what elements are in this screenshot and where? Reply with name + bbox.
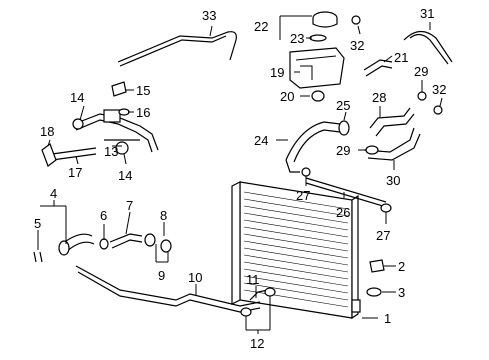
upper-pipe-assembly <box>72 109 159 155</box>
callout-14-a: 14 <box>70 90 84 105</box>
cap-seal-ring <box>309 34 327 42</box>
callout-29-a: 29 <box>336 143 350 158</box>
callout-2: 2 <box>398 259 405 274</box>
radiator <box>231 181 361 320</box>
callout-33: 33 <box>202 8 216 23</box>
callout-29-b: 29 <box>414 64 428 79</box>
mount-2 <box>369 259 385 273</box>
callout-20: 20 <box>280 89 294 104</box>
hose-21 <box>363 59 393 71</box>
o-ring-16 <box>118 108 130 116</box>
clamp-29-b <box>417 91 427 101</box>
hose-7 <box>109 233 143 243</box>
callout-17: 17 <box>68 165 82 180</box>
callout-21: 21 <box>394 50 408 65</box>
tank-cap <box>312 11 338 28</box>
callout-32-a: 32 <box>350 38 364 53</box>
callout-4: 4 <box>50 186 57 201</box>
pipe-10 <box>75 265 261 307</box>
callout-11: 11 <box>246 272 260 287</box>
callout-22: 22 <box>254 19 268 34</box>
callout-3: 3 <box>398 285 405 300</box>
clamp-8 <box>144 233 156 247</box>
callout-27-a: 27 <box>296 188 310 203</box>
clip-15 <box>111 81 127 97</box>
callout-15: 15 <box>136 83 150 98</box>
callout-18: 18 <box>40 124 54 139</box>
callout-10: 10 <box>188 270 202 285</box>
callout-30: 30 <box>386 173 400 188</box>
expansion-tank <box>289 47 345 89</box>
part-20 <box>311 90 325 102</box>
callout-31: 31 <box>420 6 434 21</box>
callout-5: 5 <box>34 216 41 231</box>
callout-6: 6 <box>100 208 107 223</box>
callout-14-b: 14 <box>118 168 132 183</box>
callout-23: 23 <box>290 31 304 46</box>
clamp-25 <box>338 120 350 136</box>
clip-32-b <box>433 105 443 115</box>
callout-labels: 1 2 3 4 5 6 7 8 9 10 11 12 13 14 14 15 1… <box>34 6 446 351</box>
pipe-17 <box>51 147 97 155</box>
clamp-6 <box>99 238 109 250</box>
callout-12: 12 <box>250 336 264 351</box>
part-27-a <box>301 167 311 177</box>
part-27-b <box>380 203 392 213</box>
overflow-pipe <box>117 31 237 63</box>
bracket-5 <box>33 251 43 263</box>
hose-24 <box>285 121 341 161</box>
rod-26 <box>305 177 387 203</box>
callout-27-b: 27 <box>376 228 390 243</box>
leader-lines <box>37 15 443 334</box>
callout-32-b: 32 <box>432 82 446 97</box>
callout-8: 8 <box>160 208 167 223</box>
hose-28 <box>369 107 411 129</box>
hose-31 <box>409 33 449 65</box>
callout-13: 13 <box>104 144 118 159</box>
callout-24: 24 <box>254 133 268 148</box>
callout-19: 19 <box>270 65 284 80</box>
callout-1: 1 <box>384 311 391 326</box>
callout-9: 9 <box>158 268 165 283</box>
clamp-29-a <box>365 145 379 155</box>
callout-16: 16 <box>136 105 150 120</box>
callout-28: 28 <box>372 90 386 105</box>
callout-26: 26 <box>336 205 350 220</box>
bracket-18 <box>41 143 57 167</box>
clip-32-a <box>351 15 361 25</box>
callout-25: 25 <box>336 98 350 113</box>
callout-7: 7 <box>126 198 133 213</box>
bushing-3 <box>366 287 382 297</box>
